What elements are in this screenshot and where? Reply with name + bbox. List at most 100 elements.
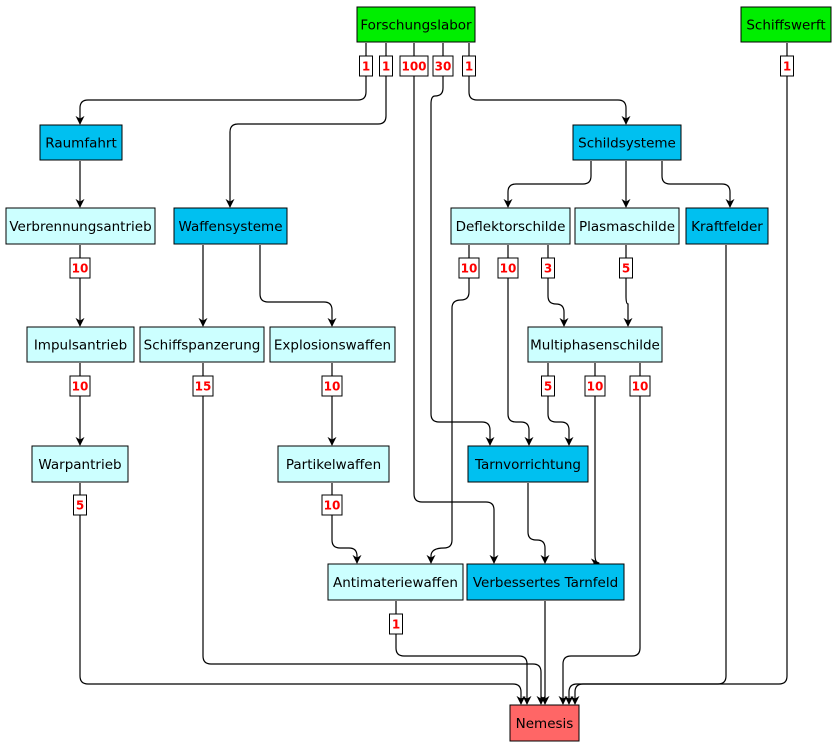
node-label: Verbessertes Tarnfeld bbox=[473, 575, 618, 591]
node-box bbox=[574, 207, 680, 245]
node-box bbox=[572, 124, 682, 161]
edge-label-box bbox=[619, 257, 633, 279]
edge-label-text: 10 bbox=[72, 262, 89, 276]
edge-antimateriewaffen-to-nemesis bbox=[395, 601, 532, 705]
edges-layer bbox=[75, 43, 788, 705]
edge-forschungslabor-to-schildsysteme bbox=[468, 43, 631, 125]
node-label: Deflektorschilde bbox=[456, 219, 566, 235]
edge-label-text: 3 bbox=[544, 262, 552, 276]
node-box bbox=[509, 704, 580, 742]
node-explosionswaffen: Explosionswaffen bbox=[269, 326, 396, 363]
edge-label-plasmaschilde-to-multiphasenschilde: 5 bbox=[619, 257, 633, 279]
edge-label-text: 5 bbox=[622, 262, 630, 276]
edge-label-partikelwaffen-to-antimateriewaffen: 10 bbox=[321, 494, 343, 516]
node-forschungslabor: Forschungslabor bbox=[356, 6, 476, 43]
node-label: Plasmaschilde bbox=[579, 219, 675, 235]
node-box bbox=[450, 207, 571, 245]
node-impulsantrieb: Impulsantrieb bbox=[26, 326, 135, 363]
node-tarnvorrichtung: Tarnvorrichtung bbox=[467, 445, 589, 483]
edge-label-text: 10 bbox=[461, 262, 478, 276]
edge-label-multiphasenschilde-to-tarnvorrichtung: 5 bbox=[541, 375, 555, 397]
edge-deflektorschilde-to-tarnvorrichtung bbox=[507, 245, 534, 446]
edge-warpantrieb-to-nemesis bbox=[79, 483, 526, 705]
edge-forschungslabor-to-tarnvorrichtung bbox=[430, 43, 495, 446]
edge-schildsysteme-to-deflektorschilde bbox=[503, 161, 592, 208]
edge-label-deflektorschilde-to-antimateriewaffen: 10 bbox=[458, 257, 480, 279]
node-label: Schildsysteme bbox=[578, 136, 676, 152]
edge-label-impulsantrieb-to-warpantrieb: 10 bbox=[69, 375, 91, 397]
node-multiphasenschilde: Multiphasenschilde bbox=[527, 326, 663, 363]
node-label: Kraftfelder bbox=[691, 219, 763, 235]
edge-label-antimateriewaffen-to-nemesis: 1 bbox=[389, 613, 403, 635]
edge-deflektorschilde-to-antimateriewaffen bbox=[426, 245, 470, 564]
edge-schiffspanzerung-to-nemesis bbox=[202, 363, 546, 705]
node-label: Antimateriewaffen bbox=[333, 575, 458, 591]
edge-forschungslabor-to-raumfahrt bbox=[75, 43, 367, 125]
node-label: Tarnvorrichtung bbox=[474, 457, 581, 473]
edge-label-text: 30 bbox=[435, 60, 452, 74]
edge-partikelwaffen-to-antimateriewaffen bbox=[331, 483, 362, 564]
node-label: Raumfahrt bbox=[45, 136, 117, 152]
node-box bbox=[466, 563, 625, 601]
edge-label-box bbox=[780, 55, 794, 77]
node-deflektorschilde: Deflektorschilde bbox=[450, 207, 571, 245]
edge-label-warpantrieb-to-nemesis: 5 bbox=[73, 494, 87, 516]
edge-label-forschungslabor-to-schildsysteme: 1 bbox=[462, 55, 476, 77]
node-partikelwaffen: Partikelwaffen bbox=[277, 445, 390, 483]
edge-label-box bbox=[321, 494, 343, 516]
node-verbessertes-tarnfeld: Verbessertes Tarnfeld bbox=[466, 563, 625, 601]
edge-label-explosionswaffen-to-partikelwaffen: 10 bbox=[321, 375, 343, 397]
edge-label-box bbox=[462, 55, 476, 77]
node-box bbox=[527, 326, 663, 363]
edge-tarnvorrichtung-to-verbessertes_tarnfeld bbox=[527, 483, 550, 564]
edge-label-text: 10 bbox=[72, 380, 89, 394]
edge-label-text: 100 bbox=[401, 60, 426, 74]
edge-multiphasenschilde-to-verbessertes_tarnfeld bbox=[590, 363, 600, 568]
node-schildsysteme: Schildsysteme bbox=[572, 124, 682, 161]
node-schiffspanzerung: Schiffspanzerung bbox=[139, 326, 265, 363]
node-box bbox=[327, 563, 464, 601]
edge-multiphasenschilde-to-nemesis bbox=[558, 363, 641, 705]
edge-label-text: 1 bbox=[362, 60, 370, 74]
node-schiffswerft: Schiffswerft bbox=[740, 6, 832, 43]
edge-label-box bbox=[73, 494, 87, 516]
node-box bbox=[277, 445, 390, 483]
edge-label-box bbox=[629, 375, 651, 397]
edge-label-text: 10 bbox=[324, 499, 341, 513]
node-label: Nemesis bbox=[516, 716, 574, 732]
node-label: Forschungslabor bbox=[360, 18, 472, 34]
node-box bbox=[685, 207, 769, 245]
edge-label-text: 10 bbox=[500, 262, 517, 276]
edge-label-box bbox=[497, 257, 519, 279]
edge-label-box bbox=[541, 375, 555, 397]
edge-label-box bbox=[432, 55, 454, 77]
node-box bbox=[26, 326, 135, 363]
edge-plasmaschilde-to-multiphasenschilde bbox=[623, 245, 633, 327]
node-waffensysteme: Waffensysteme bbox=[173, 207, 288, 245]
edge-label-box bbox=[541, 257, 555, 279]
edge-label-box bbox=[192, 375, 214, 397]
node-label: Impulsantrieb bbox=[34, 338, 127, 354]
edge-label-verbrennungsantrieb-to-impulsantrieb: 10 bbox=[69, 257, 91, 279]
edge-label-deflektorschilde-to-tarnvorrichtung: 10 bbox=[497, 257, 519, 279]
edge-label-text: 1 bbox=[382, 60, 390, 74]
edge-label-schiffspanzerung-to-nemesis: 15 bbox=[192, 375, 214, 397]
edge-label-box bbox=[69, 375, 91, 397]
node-label: Waffensysteme bbox=[178, 219, 282, 235]
edge-label-deflektorschilde-to-multiphasenschilde: 3 bbox=[541, 257, 555, 279]
node-box bbox=[269, 326, 396, 363]
node-antimateriewaffen: Antimateriewaffen bbox=[327, 563, 464, 601]
edge-label-text: 1 bbox=[783, 60, 791, 74]
edge-label-box bbox=[69, 257, 91, 279]
edge-label-box bbox=[359, 55, 373, 77]
node-label: Explosionswaffen bbox=[274, 338, 391, 354]
node-box bbox=[139, 326, 265, 363]
node-warpantrieb: Warpantrieb bbox=[31, 445, 129, 483]
node-box bbox=[356, 6, 476, 43]
node-label: Partikelwaffen bbox=[286, 457, 381, 473]
edge-label-box bbox=[399, 55, 429, 77]
edge-label-text: 5 bbox=[544, 380, 552, 394]
node-label: Schiffspanzerung bbox=[144, 338, 261, 354]
edge-schildsysteme-to-kraftfelder bbox=[661, 161, 735, 208]
